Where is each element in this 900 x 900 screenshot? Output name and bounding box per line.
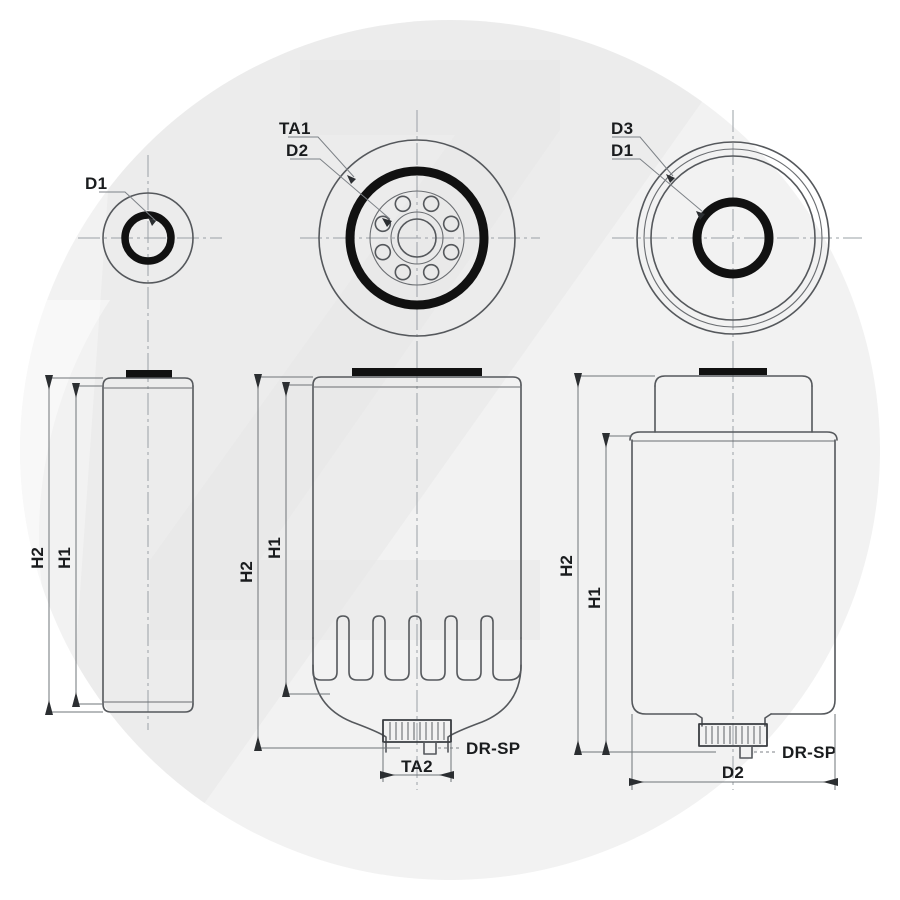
right-outer-circle-2 bbox=[643, 148, 823, 328]
middle-bolt-hole-group bbox=[374, 195, 460, 281]
left-body-top-cap bbox=[102, 377, 194, 387]
left-body-bottom-cap bbox=[102, 703, 194, 713]
right-drain-tab bbox=[739, 745, 753, 759]
bolt-hole bbox=[442, 215, 460, 233]
middle-d2-leader bbox=[290, 158, 391, 220]
label-h1-left: H1 bbox=[55, 547, 74, 569]
middle-plate-circle bbox=[369, 190, 465, 286]
left-h1-arrow-bottom bbox=[72, 692, 80, 707]
left-d1-arrowhead bbox=[148, 217, 156, 226]
label-d2-middle: D2 bbox=[286, 141, 308, 160]
middle-view-group: TA1 D2 bbox=[237, 110, 540, 790]
left-h1-arrow-top bbox=[72, 383, 80, 398]
label-h1-right: H1 bbox=[585, 587, 604, 609]
right-outer-circle-3 bbox=[650, 155, 816, 321]
label-d1-left: D1 bbox=[85, 174, 107, 193]
right-d1-leader bbox=[612, 158, 704, 213]
right-h2-arrow-top bbox=[574, 373, 582, 388]
watermark bbox=[20, 20, 880, 880]
right-h1-arrow-top bbox=[602, 433, 610, 448]
label-h2-right: H2 bbox=[557, 555, 576, 577]
right-view-group: D3 D1 bbox=[557, 110, 862, 790]
middle-top-gasket bbox=[352, 368, 482, 376]
middle-gasket-ring bbox=[345, 166, 489, 310]
label-drsp-right: DR-SP bbox=[782, 743, 836, 762]
middle-thread-inner-circle bbox=[397, 218, 437, 258]
label-h2-left: H2 bbox=[28, 547, 47, 569]
label-ta2: TA2 bbox=[401, 757, 433, 776]
left-view-group: D1 H2 H1 bbox=[28, 155, 222, 730]
right-d3-arrowhead bbox=[666, 174, 675, 183]
middle-d2-arrowhead bbox=[382, 218, 392, 227]
middle-drain-tab bbox=[423, 741, 437, 755]
right-d2-arrow-left bbox=[629, 778, 644, 786]
middle-flutes bbox=[312, 615, 522, 681]
bolt-hole bbox=[374, 215, 392, 233]
right-d1-arrowhead bbox=[696, 211, 705, 220]
right-body-left bbox=[631, 439, 697, 715]
label-d2-right: D2 bbox=[722, 763, 744, 782]
left-h2-arrow-top bbox=[45, 375, 53, 390]
middle-drain-knurl bbox=[389, 722, 445, 740]
left-top-gasket bbox=[126, 370, 172, 378]
left-outer-circle bbox=[102, 192, 194, 284]
label-h2-middle: H2 bbox=[237, 561, 256, 583]
middle-drain-plug bbox=[382, 719, 452, 743]
bolt-hole bbox=[394, 195, 412, 213]
right-h2-arrow-bottom bbox=[574, 740, 582, 755]
middle-ta2-arrow-left bbox=[380, 771, 395, 779]
label-h1-middle: H1 bbox=[265, 537, 284, 559]
middle-ta1-arrowhead bbox=[347, 175, 356, 184]
middle-h2-arrow-top bbox=[254, 374, 262, 389]
right-drain-knurl bbox=[705, 726, 761, 744]
middle-body-top-rim bbox=[312, 376, 522, 386]
middle-h1-arrow-top bbox=[282, 382, 290, 397]
label-d3: D3 bbox=[611, 119, 633, 138]
middle-outer-circle bbox=[318, 139, 516, 337]
right-h1-arrow-bottom bbox=[602, 740, 610, 755]
right-d3-leader bbox=[612, 136, 674, 177]
left-h2-arrow-bottom bbox=[45, 700, 53, 715]
middle-h2-arrow-bottom bbox=[254, 736, 262, 751]
right-drain-plug bbox=[698, 723, 768, 747]
bolt-hole bbox=[394, 263, 412, 281]
label-ta1: TA1 bbox=[279, 119, 311, 138]
bolt-hole bbox=[442, 243, 460, 261]
right-body-right bbox=[770, 439, 836, 715]
bolt-hole bbox=[374, 243, 392, 261]
left-d1-ring bbox=[121, 211, 175, 265]
right-d2-arrow-right bbox=[823, 778, 838, 786]
left-d1-leader bbox=[99, 191, 157, 222]
middle-ta1-leader bbox=[288, 136, 355, 178]
label-d1-right: D1 bbox=[611, 141, 633, 160]
right-outer-circle-1 bbox=[636, 141, 830, 335]
middle-ta2-arrow-right bbox=[439, 771, 454, 779]
middle-h1-arrow-bottom bbox=[282, 682, 290, 697]
right-d1-ring bbox=[692, 197, 774, 279]
bolt-hole bbox=[422, 263, 440, 281]
bolt-hole bbox=[422, 195, 440, 213]
middle-flute-group bbox=[312, 615, 522, 681]
right-cap-top bbox=[654, 375, 813, 387]
right-top-gasket bbox=[699, 368, 767, 375]
label-drsp-middle: DR-SP bbox=[466, 739, 520, 758]
middle-thread-outer-circle bbox=[390, 211, 444, 265]
